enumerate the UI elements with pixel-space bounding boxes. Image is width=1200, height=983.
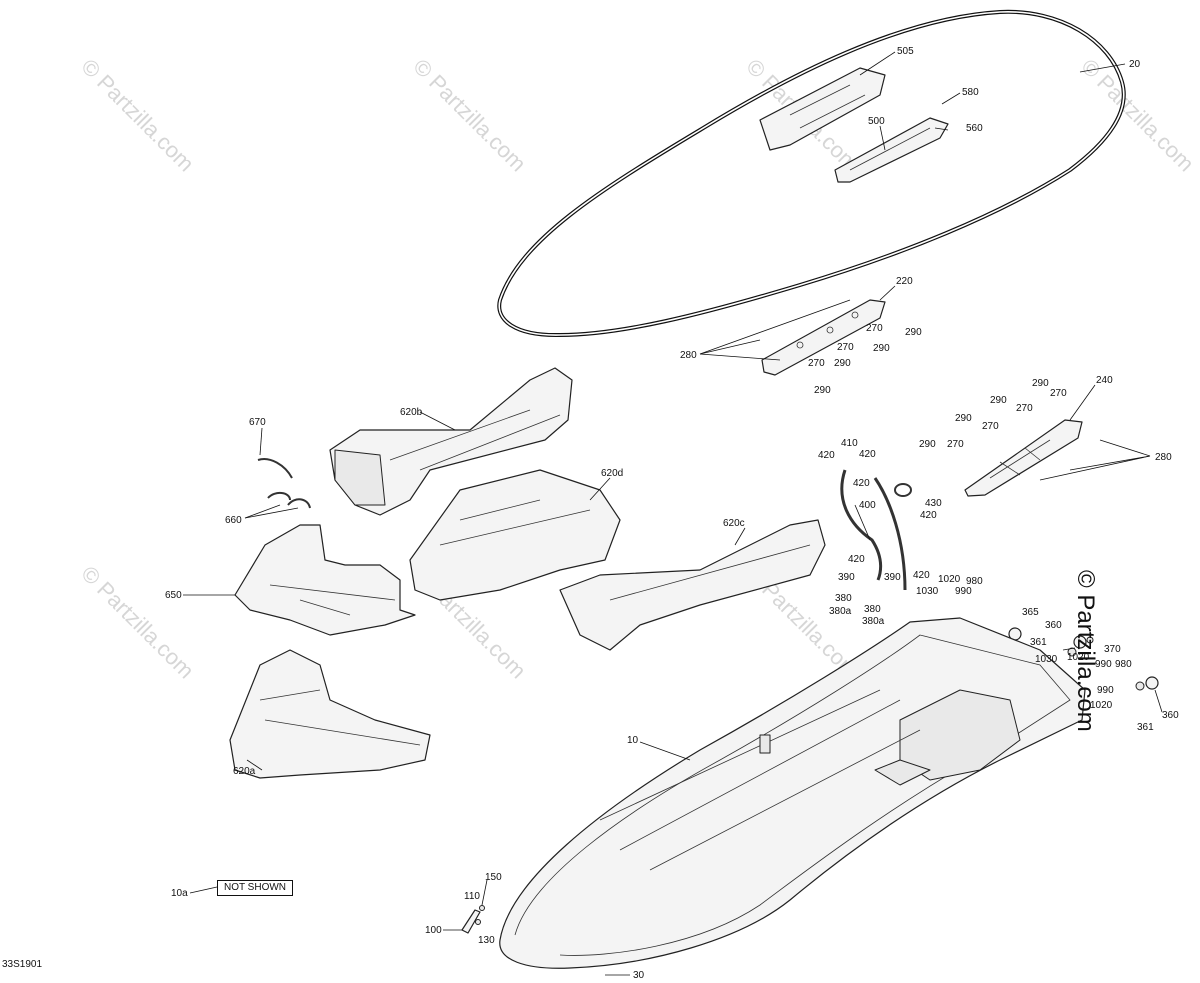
callout-410: 410 bbox=[841, 438, 858, 449]
callout-361-b: 361 bbox=[1137, 722, 1154, 733]
watermark-vertical: © Partzilla.com bbox=[1072, 570, 1099, 732]
vent-hose-400 bbox=[840, 469, 913, 591]
callout-650: 650 bbox=[165, 590, 182, 601]
watermark-2: © Partzilla.com bbox=[408, 54, 531, 177]
callout-420-c: 420 bbox=[853, 478, 870, 489]
callout-270-c: 270 bbox=[808, 358, 825, 369]
callout-1020-b: 1020 bbox=[1067, 652, 1090, 663]
callout-365: 365 bbox=[1022, 607, 1039, 618]
callout-290-b: 290 bbox=[873, 343, 890, 354]
callout-370: 370 bbox=[1104, 644, 1121, 655]
callout-420-e: 420 bbox=[848, 554, 865, 565]
callout-990-a: 990 bbox=[955, 586, 972, 597]
callout-660: 660 bbox=[225, 515, 242, 526]
callout-20: 20 bbox=[1129, 59, 1141, 70]
seat-part-620b bbox=[329, 367, 573, 516]
callout-240: 240 bbox=[1096, 375, 1113, 386]
callout-290-c: 290 bbox=[834, 358, 851, 369]
callout-110: 110 bbox=[464, 891, 480, 902]
callout-labels: 20 505 580 500 560 220 270 290 270 290 2… bbox=[165, 46, 1179, 981]
not-shown-box: NOT SHOWN bbox=[217, 880, 293, 896]
hardware-group-right bbox=[1008, 627, 1159, 691]
callout-380a-b: 380a bbox=[862, 616, 885, 627]
hull-10 bbox=[499, 617, 1086, 969]
callout-390-a: 390 bbox=[838, 572, 855, 583]
callout-380-b: 380 bbox=[864, 604, 881, 615]
callout-290-e: 290 bbox=[1032, 378, 1049, 389]
callout-620c: 620c bbox=[723, 518, 745, 529]
seat-part-620d bbox=[409, 469, 621, 601]
leader-lines bbox=[183, 51, 1163, 976]
callout-10a: 10a bbox=[171, 888, 188, 899]
callout-100: 100 bbox=[425, 925, 442, 936]
seat-part-620c bbox=[559, 519, 826, 651]
callout-280-b: 280 bbox=[1155, 452, 1172, 463]
callout-420-b: 420 bbox=[859, 449, 876, 460]
deck-seal-20 bbox=[497, 9, 1126, 338]
bracket-505 bbox=[759, 67, 886, 151]
callout-361-a: 361 bbox=[1030, 637, 1047, 648]
callout-620b: 620b bbox=[400, 407, 423, 418]
footrest-650 bbox=[234, 524, 416, 636]
callout-505: 505 bbox=[897, 46, 914, 57]
callout-400: 400 bbox=[859, 500, 876, 511]
callout-290-f: 290 bbox=[990, 395, 1007, 406]
callout-500: 500 bbox=[868, 116, 885, 127]
callout-270-d: 270 bbox=[1050, 388, 1067, 399]
callout-290-g: 290 bbox=[955, 413, 972, 424]
callout-1020-c: 1020 bbox=[1090, 700, 1113, 711]
callout-380a-a: 380a bbox=[829, 606, 852, 617]
clip-670 bbox=[257, 458, 293, 479]
callout-620d: 620d bbox=[601, 468, 623, 479]
callout-420-a: 420 bbox=[818, 450, 835, 461]
small-parts-100-150 bbox=[461, 905, 485, 934]
clip-660 bbox=[267, 492, 311, 509]
callout-220: 220 bbox=[896, 276, 913, 287]
callout-130: 130 bbox=[478, 935, 495, 946]
watermark-4: © Partzilla.com bbox=[1076, 54, 1199, 177]
callout-360-a: 360 bbox=[1045, 620, 1062, 631]
callout-580: 580 bbox=[962, 87, 979, 98]
callout-290-a: 290 bbox=[905, 327, 922, 338]
callout-420-d: 420 bbox=[920, 510, 937, 521]
callout-990-c: 990 bbox=[1097, 685, 1114, 696]
callout-390-b: 390 bbox=[884, 572, 901, 583]
callout-30: 30 bbox=[633, 970, 645, 981]
callout-1020-a: 1020 bbox=[938, 574, 961, 585]
callout-990-b: 990 bbox=[1095, 659, 1112, 670]
plate-220 bbox=[761, 299, 886, 376]
bracket-500 bbox=[834, 117, 949, 183]
callout-980-b: 980 bbox=[1115, 659, 1132, 670]
callout-270-b: 270 bbox=[837, 342, 854, 353]
callout-270-f: 270 bbox=[982, 421, 999, 432]
callout-1030-a: 1030 bbox=[916, 586, 939, 597]
callout-290-h: 290 bbox=[919, 439, 936, 450]
callout-270-e: 270 bbox=[1016, 403, 1033, 414]
watermark-5: © Partzilla.com bbox=[76, 561, 199, 684]
callout-290-d: 290 bbox=[814, 385, 831, 396]
diagram-reference: 33S1901 bbox=[2, 959, 43, 970]
callout-380-a: 380 bbox=[835, 593, 852, 604]
callout-150: 150 bbox=[485, 872, 502, 883]
callout-270-g: 270 bbox=[947, 439, 964, 450]
callout-1030-b: 1030 bbox=[1035, 654, 1058, 665]
callout-430: 430 bbox=[925, 498, 942, 509]
callout-560: 560 bbox=[966, 123, 983, 134]
callout-280-a: 280 bbox=[680, 350, 697, 361]
callout-980-a: 980 bbox=[966, 576, 983, 587]
callout-420-f: 420 bbox=[913, 570, 930, 581]
callout-670: 670 bbox=[249, 417, 266, 428]
watermark-1: © Partzilla.com bbox=[76, 54, 199, 177]
plate-240 bbox=[964, 419, 1083, 497]
callout-360-b: 360 bbox=[1162, 710, 1179, 721]
callout-270-a: 270 bbox=[866, 323, 883, 334]
callout-620a: 620a bbox=[233, 766, 256, 777]
callout-10: 10 bbox=[627, 735, 639, 746]
seat-part-620a bbox=[229, 649, 431, 779]
